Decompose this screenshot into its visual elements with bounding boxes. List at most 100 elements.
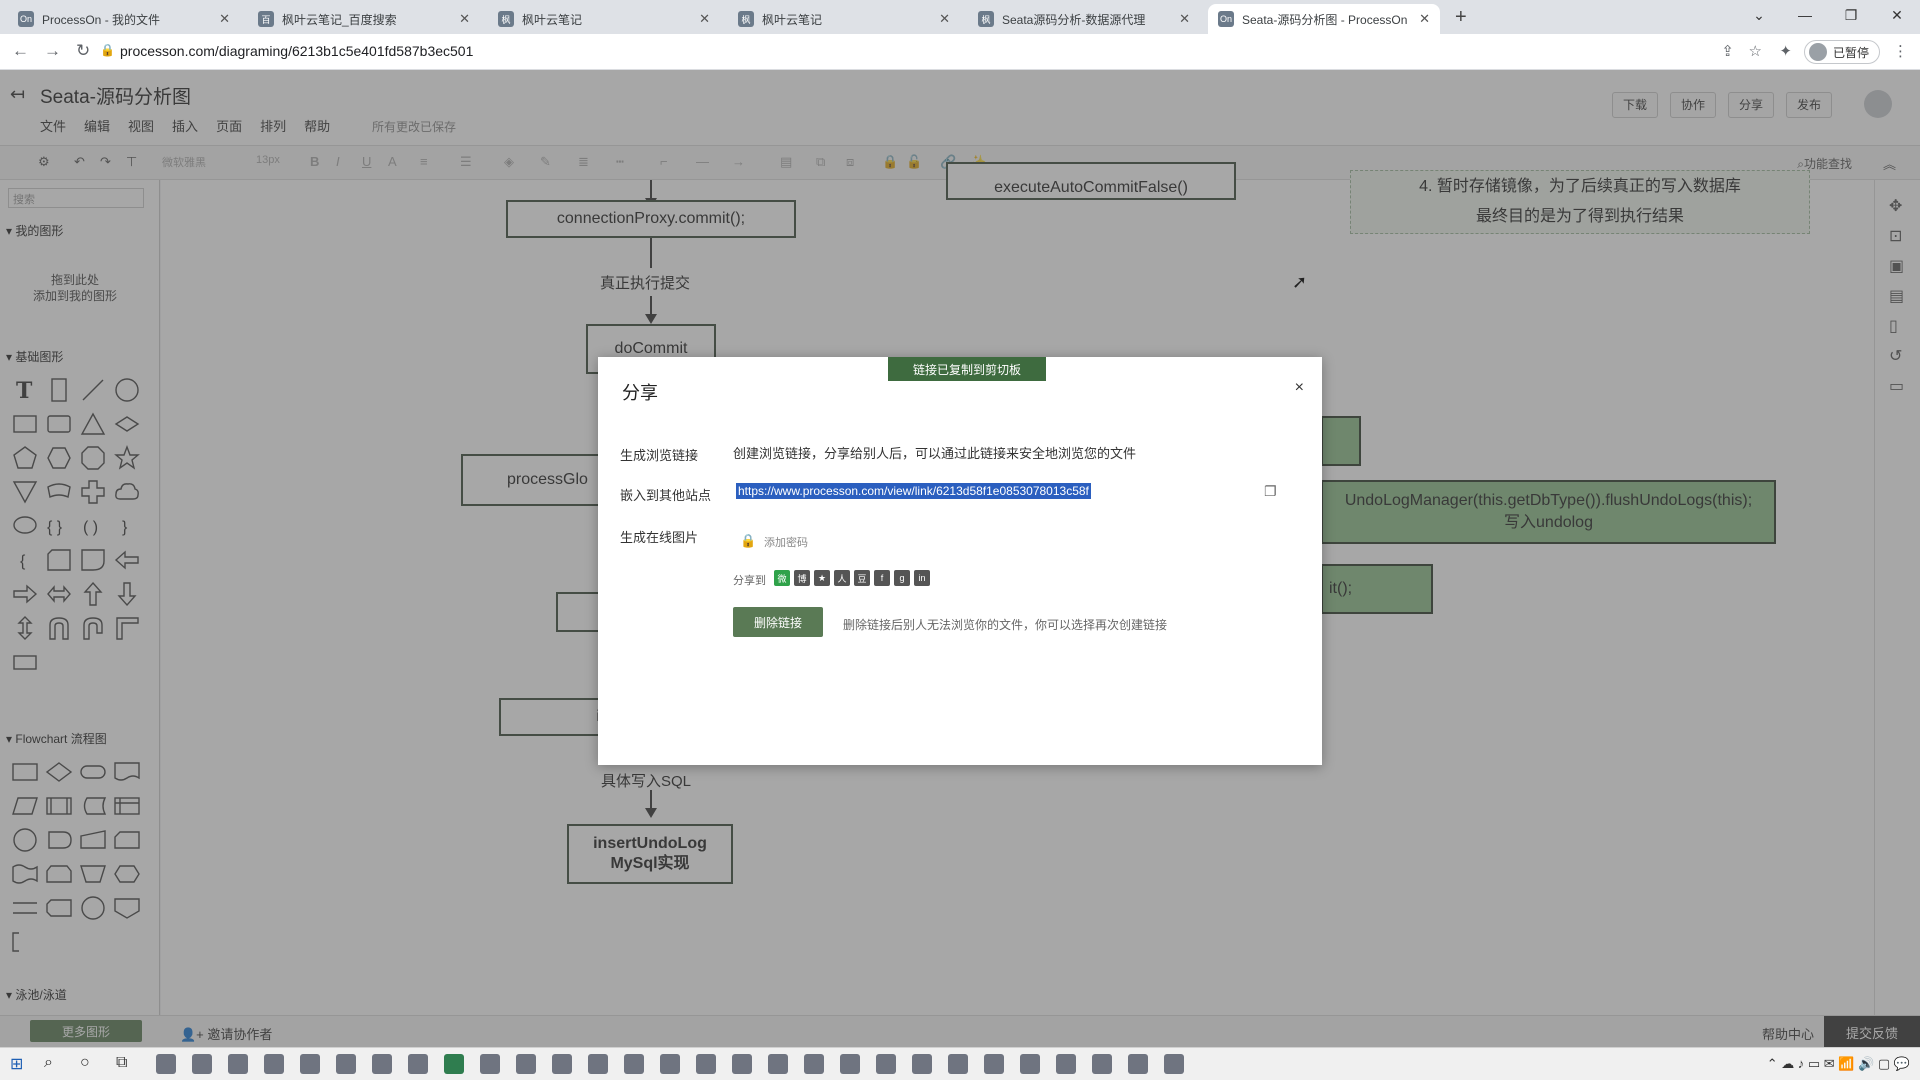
app-taskbar-icon[interactable]	[732, 1054, 752, 1074]
profile-label: 已暂停	[1832, 45, 1869, 60]
app-taskbar-icon[interactable]	[696, 1054, 716, 1074]
browser-tab-bar: On ProcessOn - 我的文件 ✕ 百 枫叶云笔记_百度搜索 ✕ 枫 枫…	[0, 0, 1920, 34]
system-tray[interactable]: ⌃ ☁ ♪ ▭ ✉ 📶 🔊 ▢ 💬	[1766, 1056, 1910, 1071]
maple-favicon-icon: 枫	[738, 11, 754, 27]
tab-title: 枫叶云笔记	[762, 12, 823, 27]
add-password-link[interactable]: 添加密码	[764, 537, 808, 549]
new-tab-icon[interactable]: +	[1455, 6, 1467, 28]
qzone-icon[interactable]: ★	[814, 570, 830, 586]
app-taskbar-icon[interactable]	[228, 1054, 248, 1074]
mouse-cursor-icon: ➚	[1292, 272, 1308, 292]
app-taskbar-icon[interactable]	[660, 1054, 680, 1074]
share-page-icon[interactable]: ⇪	[1721, 43, 1734, 60]
tab-close-icon[interactable]: ✕	[939, 11, 950, 26]
delete-link-button[interactable]: 删除链接	[733, 607, 823, 637]
tab-close-icon[interactable]: ✕	[699, 11, 710, 26]
app-taskbar-icon[interactable]	[624, 1054, 644, 1074]
processon-favicon-icon: On	[1218, 11, 1234, 27]
app-taskbar-icon[interactable]	[192, 1054, 212, 1074]
lock-icon[interactable]: 🔒	[740, 533, 757, 548]
share-dialog: 链接已复制到剪切板 分享 × 生成浏览链接 创建浏览链接，分享给别人后，可以通过…	[598, 357, 1322, 765]
close-window-icon[interactable]: ✕	[1891, 7, 1903, 23]
profile-button[interactable]: 已暂停	[1803, 40, 1880, 64]
tab-title: 枫叶云笔记_百度搜索	[282, 12, 397, 27]
forward-icon[interactable]: →	[44, 41, 61, 60]
share-platforms: 微 博 ★ 人 豆 f g in	[774, 570, 930, 586]
url-field[interactable]: processon.com/diagraming/6213b1c5e401fd5…	[120, 43, 474, 59]
browser-tab[interactable]: 枫 Seata源码分析-数据源代理 ✕	[968, 4, 1200, 34]
maple-favicon-icon: 枫	[978, 11, 994, 27]
avatar	[1808, 43, 1827, 61]
app-taskbar-icon[interactable]	[1020, 1054, 1040, 1074]
tab-title: 枫叶云笔记	[522, 12, 583, 27]
tab-title: Seata-源码分析图 - ProcessOn	[1242, 12, 1408, 27]
app-taskbar-icon[interactable]	[912, 1054, 932, 1074]
app-taskbar-icon[interactable]	[480, 1054, 500, 1074]
chrome-taskbar-icon[interactable]	[444, 1054, 464, 1074]
back-icon[interactable]: ←	[12, 41, 29, 60]
more-menu-icon[interactable]: ⋮	[1893, 43, 1908, 60]
windows-taskbar: ⊞ ⌕ ○ ⧉ ⌃ ☁ ♪ ▭ ✉ 📶 🔊 ▢ 💬	[0, 1047, 1920, 1080]
close-icon[interactable]: ×	[1294, 379, 1304, 396]
facebook-icon[interactable]: f	[874, 570, 890, 586]
linkedin-icon[interactable]: in	[914, 570, 930, 586]
tab-close-icon[interactable]: ✕	[219, 11, 230, 26]
copy-icon[interactable]: ❐	[1264, 483, 1277, 499]
app-taskbar-icon[interactable]	[1092, 1054, 1112, 1074]
app-taskbar-icon[interactable]	[840, 1054, 860, 1074]
app-taskbar-icon[interactable]	[948, 1054, 968, 1074]
app-taskbar-icon[interactable]	[768, 1054, 788, 1074]
dialog-title: 分享	[622, 383, 658, 403]
tab-close-icon[interactable]: ✕	[1179, 11, 1190, 26]
browser-tab[interactable]: 百 枫叶云笔记_百度搜索 ✕	[248, 4, 480, 34]
window-controls: ⌄ — ❐ ✕	[1736, 0, 1920, 30]
tab-close-icon[interactable]: ✕	[1419, 11, 1430, 26]
share-description: 创建浏览链接，分享给别人后，可以通过此链接来安全地浏览您的文件	[733, 446, 1137, 461]
tab-search-icon[interactable]: ⌄	[1753, 7, 1765, 23]
weibo-icon[interactable]: 博	[794, 570, 810, 586]
task-view-icon[interactable]: ⧉	[116, 1054, 128, 1071]
row-embed-label: 嵌入到其他站点	[620, 488, 712, 503]
qq-taskbar-icon[interactable]	[1164, 1054, 1184, 1074]
extensions-icon[interactable]: ✦	[1779, 43, 1792, 60]
app-taskbar-icon[interactable]	[1128, 1054, 1148, 1074]
app-taskbar-icon[interactable]	[408, 1054, 428, 1074]
cortana-icon[interactable]: ○	[80, 1054, 90, 1071]
app-taskbar-icon[interactable]	[984, 1054, 1004, 1074]
renren-icon[interactable]: 人	[834, 570, 850, 586]
google-plus-icon[interactable]: g	[894, 570, 910, 586]
app-taskbar-icon[interactable]	[336, 1054, 356, 1074]
app-taskbar-icon[interactable]	[264, 1054, 284, 1074]
browser-tab[interactable]: 枫 枫叶云笔记 ✕	[488, 4, 720, 34]
browser-tab[interactable]: On ProcessOn - 我的文件 ✕	[8, 4, 240, 34]
lock-icon: 🔒	[100, 43, 115, 57]
app-taskbar-icon[interactable]	[804, 1054, 824, 1074]
tab-close-icon[interactable]: ✕	[459, 11, 470, 26]
app-taskbar-icon[interactable]	[300, 1054, 320, 1074]
app-taskbar-icon[interactable]	[156, 1054, 176, 1074]
restore-icon[interactable]: ❐	[1844, 7, 1858, 23]
share-url-field[interactable]: https://www.processon.com/view/link/6213…	[736, 483, 1091, 499]
copied-toast: 链接已复制到剪切板	[888, 357, 1046, 381]
windows-start-icon[interactable]: ⊞	[10, 1056, 24, 1073]
douban-icon[interactable]: 豆	[854, 570, 870, 586]
browser-tab-active[interactable]: On Seata-源码分析图 - ProcessOn ✕	[1208, 4, 1440, 34]
tab-title: Seata源码分析-数据源代理	[1002, 12, 1146, 27]
address-bar: ← → ↻ 🔒 processon.com/diagraming/6213b1c…	[0, 34, 1920, 70]
search-icon[interactable]: ⌕	[44, 1054, 53, 1071]
bookmark-star-icon[interactable]: ☆	[1748, 43, 1762, 60]
processon-favicon-icon: On	[18, 11, 34, 27]
maple-favicon-icon: 枫	[498, 11, 514, 27]
wechat-icon[interactable]: 微	[774, 570, 790, 586]
share-to-label: 分享到	[733, 575, 766, 587]
app-taskbar-icon[interactable]	[552, 1054, 572, 1074]
browser-tab[interactable]: 枫 枫叶云笔记 ✕	[728, 4, 960, 34]
app-taskbar-icon[interactable]	[1056, 1054, 1076, 1074]
reload-icon[interactable]: ↻	[76, 41, 91, 60]
app-taskbar-icon[interactable]	[516, 1054, 536, 1074]
row-image-label: 生成在线图片	[620, 530, 699, 545]
app-taskbar-icon[interactable]	[588, 1054, 608, 1074]
app-taskbar-icon[interactable]	[372, 1054, 392, 1074]
minimize-icon[interactable]: —	[1798, 7, 1812, 23]
app-taskbar-icon[interactable]	[876, 1054, 896, 1074]
